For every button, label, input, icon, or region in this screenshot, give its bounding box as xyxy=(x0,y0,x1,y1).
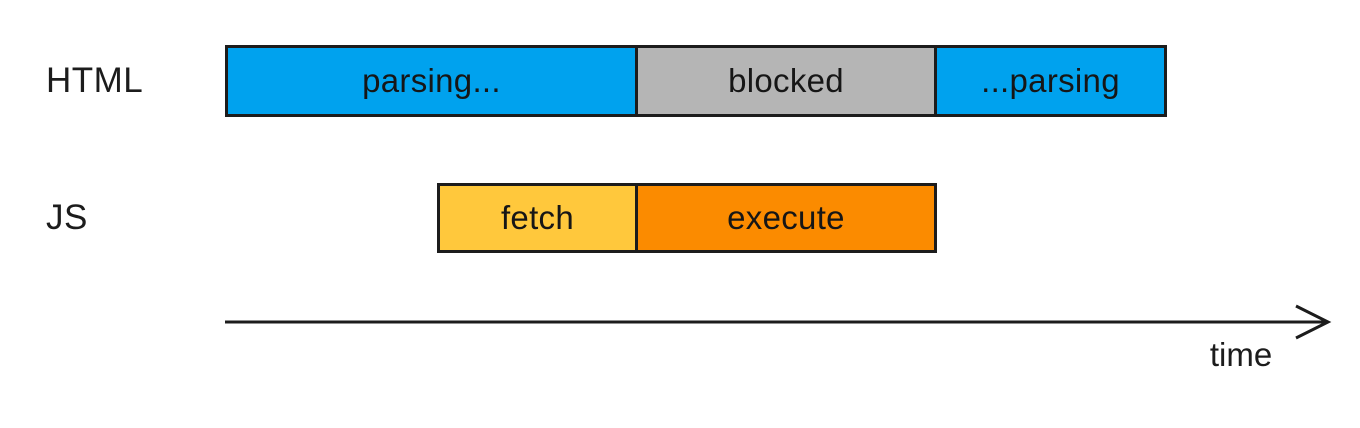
js-timeline-bar: fetch execute xyxy=(437,183,937,253)
html-timeline-bar: parsing... blocked ...parsing xyxy=(225,45,1167,117)
row-label-js: JS xyxy=(46,198,88,237)
time-axis-label: time xyxy=(1209,336,1273,373)
segment-parsing-resume: ...parsing xyxy=(934,45,1167,117)
segment-blocked: blocked xyxy=(635,45,937,117)
segment-parsing-start: parsing... xyxy=(225,45,638,117)
time-axis-arrow-icon xyxy=(225,304,1332,340)
row-label-html: HTML xyxy=(46,61,144,100)
segment-fetch: fetch xyxy=(437,183,638,253)
segment-execute: execute xyxy=(635,183,937,253)
